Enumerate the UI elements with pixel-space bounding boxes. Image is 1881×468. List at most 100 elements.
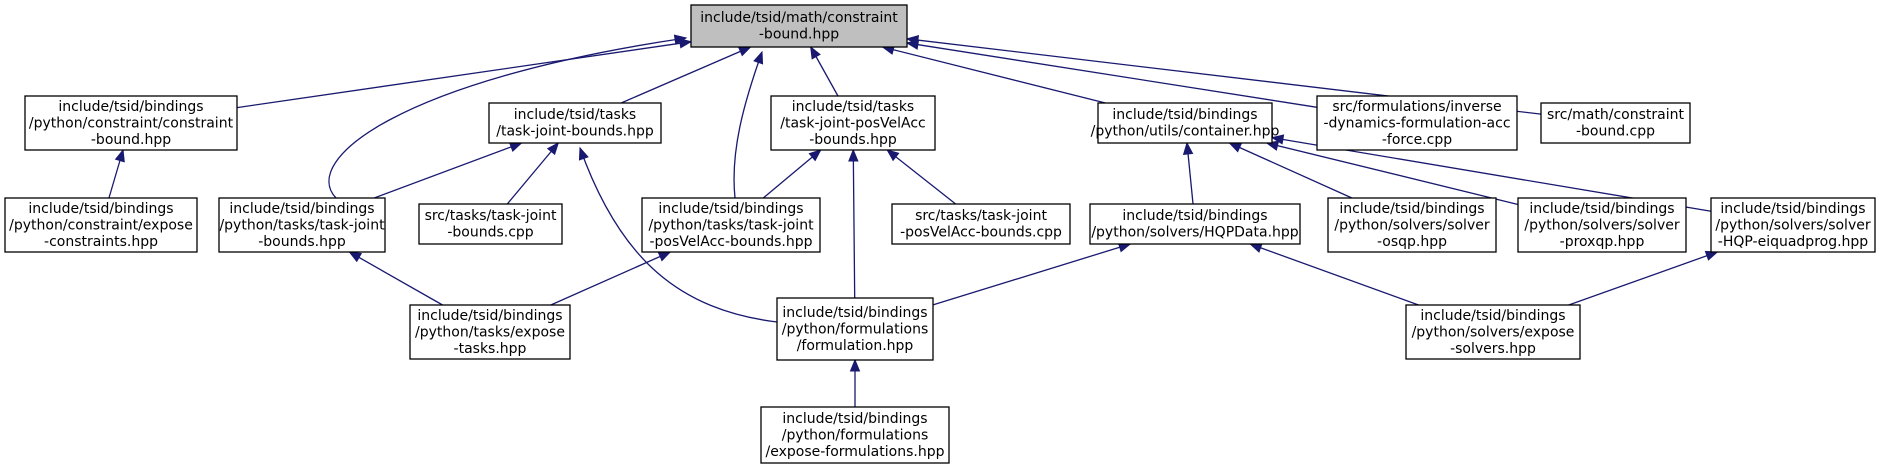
node-label-line: include/tsid/bindings (1122, 208, 1267, 224)
node-label-line: include/tsid/bindings (658, 201, 803, 217)
node-box (409, 304, 571, 360)
node-py-task-joint-bounds[interactable]: include/tsid/bindings/python/tasks/task-… (218, 197, 386, 253)
node-label-line: include/tsid/bindings (1420, 308, 1565, 324)
edge-task-joint-bounds-to-constraint-bound (620, 46, 751, 104)
node-py-solver-proxqp[interactable]: include/tsid/bindings/python/solvers/sol… (1517, 197, 1687, 253)
node-py-expose-tasks[interactable]: include/tsid/bindings/python/tasks/expos… (409, 304, 571, 360)
node-py-solver-eiquadprog[interactable]: include/tsid/bindings/python/solvers/sol… (1710, 197, 1876, 253)
node-box (1089, 203, 1301, 245)
node-label-line: src/math/constraint (1547, 107, 1684, 123)
node-py-task-joint-posvelacc[interactable]: include/tsid/bindings/python/tasks/task-… (641, 197, 821, 253)
node-box (891, 203, 1071, 245)
node-label-line: /python/constraint/expose (9, 217, 193, 233)
node-box (760, 406, 950, 464)
node-box (690, 4, 908, 48)
node-label-line: /expose-formulations.hpp (766, 444, 945, 460)
edge-py-task-joint-posvelacc-to-constraint-bound (733, 51, 763, 199)
node-label-line: include/tsid/bindings (1529, 201, 1674, 217)
node-box (1097, 102, 1273, 144)
node-src-task-joint-bounds[interactable]: src/tasks/task-joint-bounds.cpp (418, 203, 563, 245)
edge-py-solver-proxqp-to-py-container (1266, 142, 1519, 206)
node-label-line: include/tsid/tasks (792, 99, 914, 115)
node-label-line: include/tsid/bindings (1112, 107, 1257, 123)
node-label-line: include/tsid/bindings (28, 201, 173, 217)
nodes-layer: include/tsid/math/constraint-bound.hppin… (4, 4, 1876, 464)
edge-py-formulation-to-task-joint-posvelacc-arrowhead (848, 148, 859, 162)
node-label-line: -bound.hpp (91, 132, 171, 148)
node-label-line: /task-joint-bounds.hpp (496, 124, 654, 140)
node-label-line: /python/utils/container.hpp (1091, 124, 1280, 140)
node-label-line: -solvers.hpp (1450, 341, 1536, 357)
node-label-line: include/tsid/bindings (1720, 201, 1865, 217)
node-task-joint-bounds[interactable]: include/tsid/tasks/task-joint-bounds.hpp (488, 102, 662, 144)
node-label-line: /python/formulations (782, 321, 929, 337)
node-py-solver-osqp[interactable]: include/tsid/bindings/python/solvers/sol… (1327, 197, 1497, 253)
edge-task-joint-bounds-to-constraint-bound-arrowhead (737, 46, 752, 57)
node-label-line: include/tsid/bindings (417, 308, 562, 324)
edge-task-joint-posvelacc-to-constraint-bound-arrowhead (810, 45, 821, 60)
node-py-hqpdata[interactable]: include/tsid/bindings/python/solvers/HQP… (1089, 203, 1301, 245)
edge-py-task-joint-posvelacc-to-constraint-bound-arrowhead (753, 50, 764, 65)
node-src-math-constraint[interactable]: src/math/constraint-bound.cpp (1540, 102, 1691, 144)
edge-py-expose-solvers-to-py-solver-eiquadprog-arrowhead (1704, 250, 1719, 261)
node-box (770, 95, 936, 151)
edge-py-expose-solvers-to-py-hqpdata-arrowhead (1248, 242, 1263, 253)
node-label-line: -posVelAcc-bounds.cpp (900, 225, 1062, 241)
node-py-container[interactable]: include/tsid/bindings/python/utils/conta… (1091, 102, 1280, 144)
edge-src-task-joint-posvelacc-to-task-joint-posvelacc-arrowhead (886, 149, 900, 162)
node-py-expose-formulations[interactable]: include/tsid/bindings/python/formulation… (760, 406, 950, 464)
node-box (1327, 197, 1497, 253)
edge-py-solver-osqp-to-py-container-arrowhead (1228, 142, 1243, 153)
edge-src-task-joint-bounds-to-task-joint-bounds (506, 142, 559, 205)
node-box (4, 197, 198, 253)
node-label-line: /python/tasks/expose (415, 324, 565, 340)
node-py-constraint-bound[interactable]: include/tsid/bindings/python/constraint/… (24, 95, 238, 151)
edge-py-task-joint-bounds-to-task-joint-bounds-arrowhead (508, 142, 523, 152)
node-src-task-joint-posvelacc[interactable]: src/tasks/task-joint-posVelAcc-bounds.cp… (891, 203, 1071, 245)
node-py-formulation[interactable]: include/tsid/bindings/python/formulation… (776, 297, 934, 361)
node-constraint-bound[interactable]: include/tsid/math/constraint-bound.hpp (690, 4, 908, 48)
edge-py-formulation-to-task-joint-posvelacc (852, 149, 856, 299)
node-src-inverse-dynamics[interactable]: src/formulations/inverse-dynamics-formul… (1316, 95, 1518, 151)
node-label-line: include/tsid/bindings (782, 411, 927, 427)
node-label-line: /python/solvers/solver (1524, 217, 1679, 233)
node-box (1710, 197, 1876, 253)
edge-py-task-joint-posvelacc-to-task-joint-posvelacc (762, 149, 822, 199)
edge-py-expose-constraints-to-py-constraint-bound-arrowhead (114, 148, 125, 163)
edge-py-constraint-bound-to-constraint-bound-arrowhead (678, 38, 693, 49)
edge-py-task-joint-bounds-to-task-joint-bounds (374, 142, 522, 199)
node-box (24, 95, 238, 151)
edge-py-expose-solvers-to-py-solver-eiquadprog (1568, 251, 1718, 306)
edge-py-formulation-to-task-joint-bounds (579, 147, 778, 323)
edge-src-task-joint-posvelacc-to-task-joint-posvelacc (886, 149, 957, 205)
node-box (641, 197, 821, 253)
node-label-line: /python/solvers/solver (1715, 217, 1870, 233)
node-label-line: include/tsid/math/constraint (700, 10, 898, 26)
edge-py-hqpdata-to-py-container-arrowhead (1182, 141, 1194, 155)
node-label-line: -force.cpp (1382, 132, 1452, 148)
edge-py-constraint-bound-to-constraint-bound (236, 41, 692, 109)
node-py-expose-constraints[interactable]: include/tsid/bindings/python/constraint/… (4, 197, 198, 253)
node-py-expose-solvers[interactable]: include/tsid/bindings/python/solvers/exp… (1405, 304, 1581, 360)
node-label-line: /python/solvers/expose (1412, 324, 1575, 340)
node-label-line: -bound.hpp (759, 27, 839, 43)
node-label-line: /python/solvers/solver (1334, 217, 1489, 233)
node-label-line: /python/constraint/constraint (29, 115, 234, 131)
edge-py-formulation-to-py-hqpdata (932, 243, 1131, 306)
edge-src-inverse-dynamics-to-constraint-bound (906, 42, 1318, 108)
edge-py-expose-tasks-to-py-task-joint-bounds (349, 251, 443, 306)
edge-py-solver-eiquadprog-to-py-container-arrowhead (1270, 134, 1285, 145)
node-label-line: /task-joint-posVelAcc (780, 115, 925, 131)
node-label-line: src/tasks/task-joint (425, 208, 557, 224)
edge-py-task-joint-bounds-to-constraint-bound-arrowhead (673, 34, 688, 45)
node-box (1517, 197, 1687, 253)
edge-src-task-joint-bounds-to-task-joint-bounds-arrowhead (546, 141, 560, 156)
node-label-line: /formulation.hpp (797, 338, 914, 354)
edge-py-formulation-to-task-joint-bounds-arrowhead (578, 146, 589, 161)
node-label-line: -bound.cpp (1576, 124, 1655, 140)
edge-py-expose-formulations-to-py-formulation-arrowhead (849, 358, 861, 372)
node-label-line: -HQP-eiquadprog.hpp (1718, 234, 1869, 250)
node-label-line: -posVelAcc-bounds.hpp (649, 234, 812, 250)
node-task-joint-posvelacc[interactable]: include/tsid/tasks/task-joint-posVelAcc-… (770, 95, 936, 151)
